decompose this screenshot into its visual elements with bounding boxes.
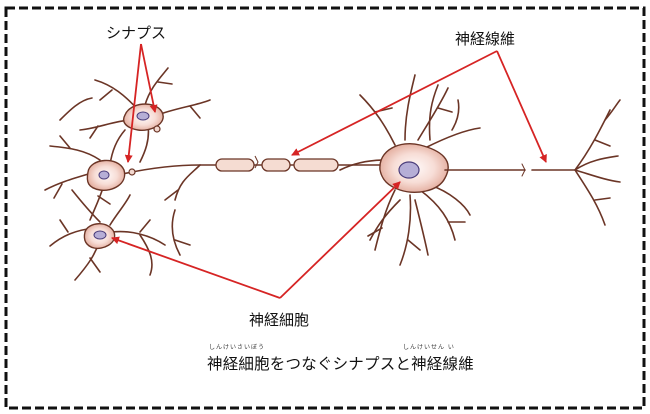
- right-axon: [444, 99, 621, 226]
- figure-caption: 神経細胞をつなぐシナプスと神経線維: [207, 355, 474, 373]
- synapse-knobs: [128, 125, 161, 176]
- left-dendrites: [44, 67, 211, 281]
- caption-ruby-fiber: しんけいせん い: [403, 344, 455, 351]
- axon: [200, 155, 380, 172]
- right-cell-body: [379, 143, 449, 193]
- nerve-fiber-label: 神経線維: [455, 30, 516, 48]
- pointer-arrows: [111, 43, 547, 299]
- left-nuclei: [93, 111, 150, 240]
- caption-ruby-cell: しんけいさいぼう: [209, 344, 266, 351]
- left-cell-bodies: [83, 103, 164, 250]
- nerve-cell-label: 神経細胞: [249, 311, 310, 329]
- synapse-label: シナプス: [106, 24, 167, 42]
